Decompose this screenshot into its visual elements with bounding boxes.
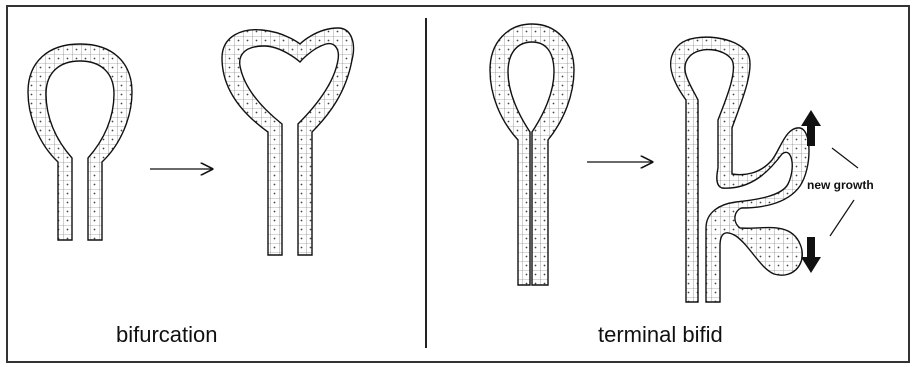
bud-initial xyxy=(28,44,132,240)
annotation-new-growth: new growth xyxy=(807,178,874,192)
annotation-pointers xyxy=(830,148,858,236)
bud-bifurcated xyxy=(222,28,353,255)
caption-bifurcation: bifurcation xyxy=(116,322,218,348)
bud-terminal-bifid xyxy=(671,37,809,302)
bud-initial-right xyxy=(490,24,574,285)
down-arrow-icon xyxy=(801,237,821,273)
caption-terminal-bifid: terminal bifid xyxy=(598,322,723,348)
